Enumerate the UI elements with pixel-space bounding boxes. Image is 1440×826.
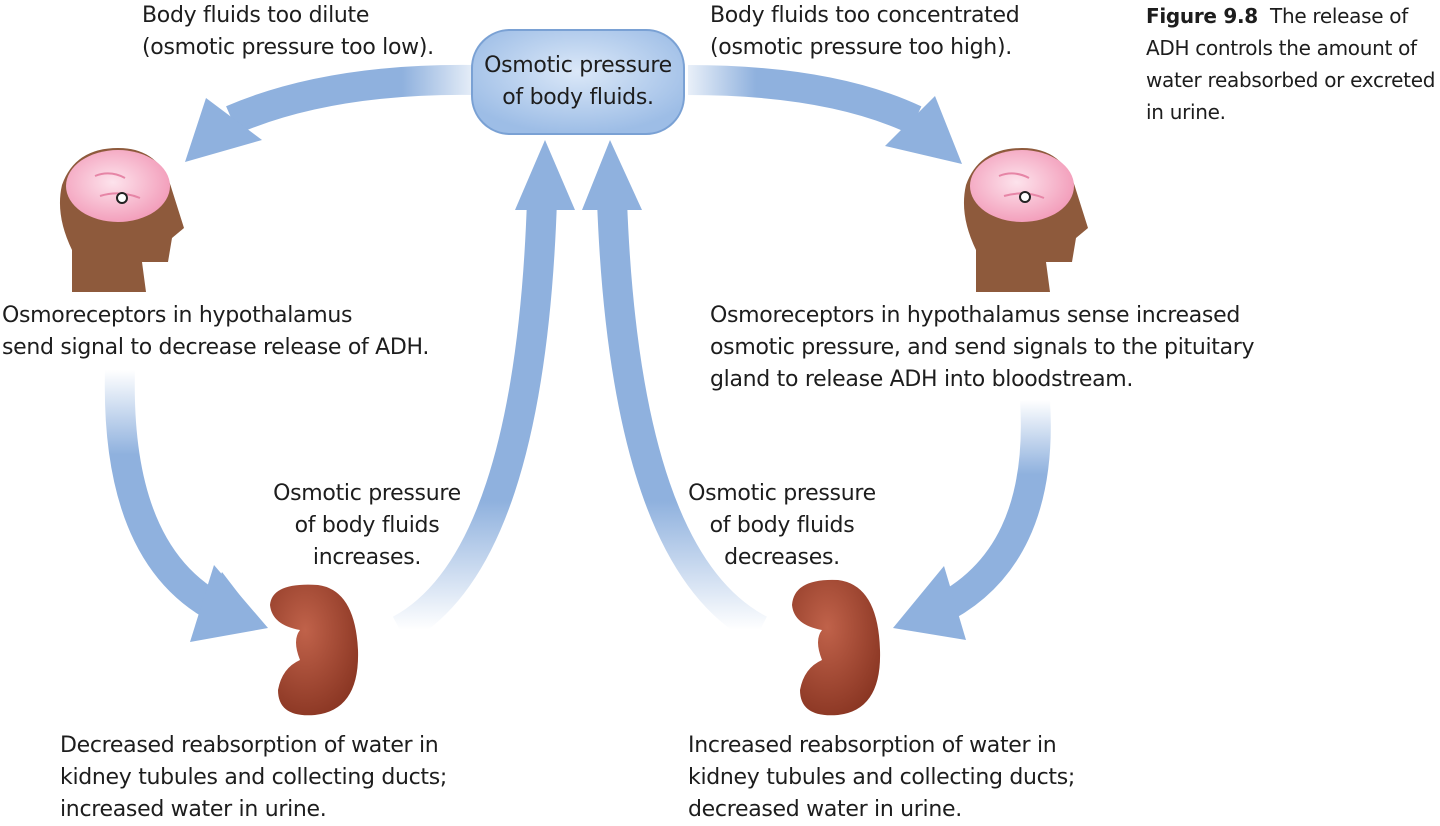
arrow-hub-to-right-head — [687, 65, 962, 164]
arrow-right-kidney-to-hub — [582, 140, 768, 644]
left-head-icon — [59, 148, 184, 292]
left-trigger-text: Body fluids too dilute (osmotic pressure… — [142, 3, 434, 60]
arrow-right-head-to-kidney — [893, 399, 1051, 640]
right-trigger-text: Body fluids too concentrated (osmotic pr… — [710, 3, 1020, 60]
hub-oval — [471, 29, 685, 135]
arrow-hub-to-left-head — [185, 64, 476, 162]
figure-number: Figure 9.8 — [1146, 4, 1258, 28]
arrow-left-head-to-kidney — [104, 369, 268, 642]
figure-caption: Figure 9.8 The release of ADH controls t… — [1146, 0, 1440, 128]
right-kidney-icon — [792, 579, 881, 716]
arrow-left-kidney-to-hub — [392, 140, 575, 644]
right-head-icon — [963, 148, 1088, 292]
hub-label: Osmotic pressure of body fluids. — [484, 53, 672, 110]
figure-caption-text: The release of ADH controls the amount o… — [1146, 4, 1436, 124]
right-sensor-text: Osmoreceptors in hypothalamus sense incr… — [710, 303, 1255, 392]
right-feedback-text: Osmotic pressure of body fluids decrease… — [688, 481, 876, 570]
left-kidney-icon — [270, 584, 359, 716]
right-effect-text: Increased reabsorption of water in kidne… — [688, 733, 1076, 822]
left-feedback-text: Osmotic pressure of body fluids increase… — [273, 481, 461, 570]
left-sensor-text: Osmoreceptors in hypothalamus send signa… — [2, 303, 430, 360]
left-effect-text: Decreased reabsorption of water in kidne… — [60, 733, 448, 822]
